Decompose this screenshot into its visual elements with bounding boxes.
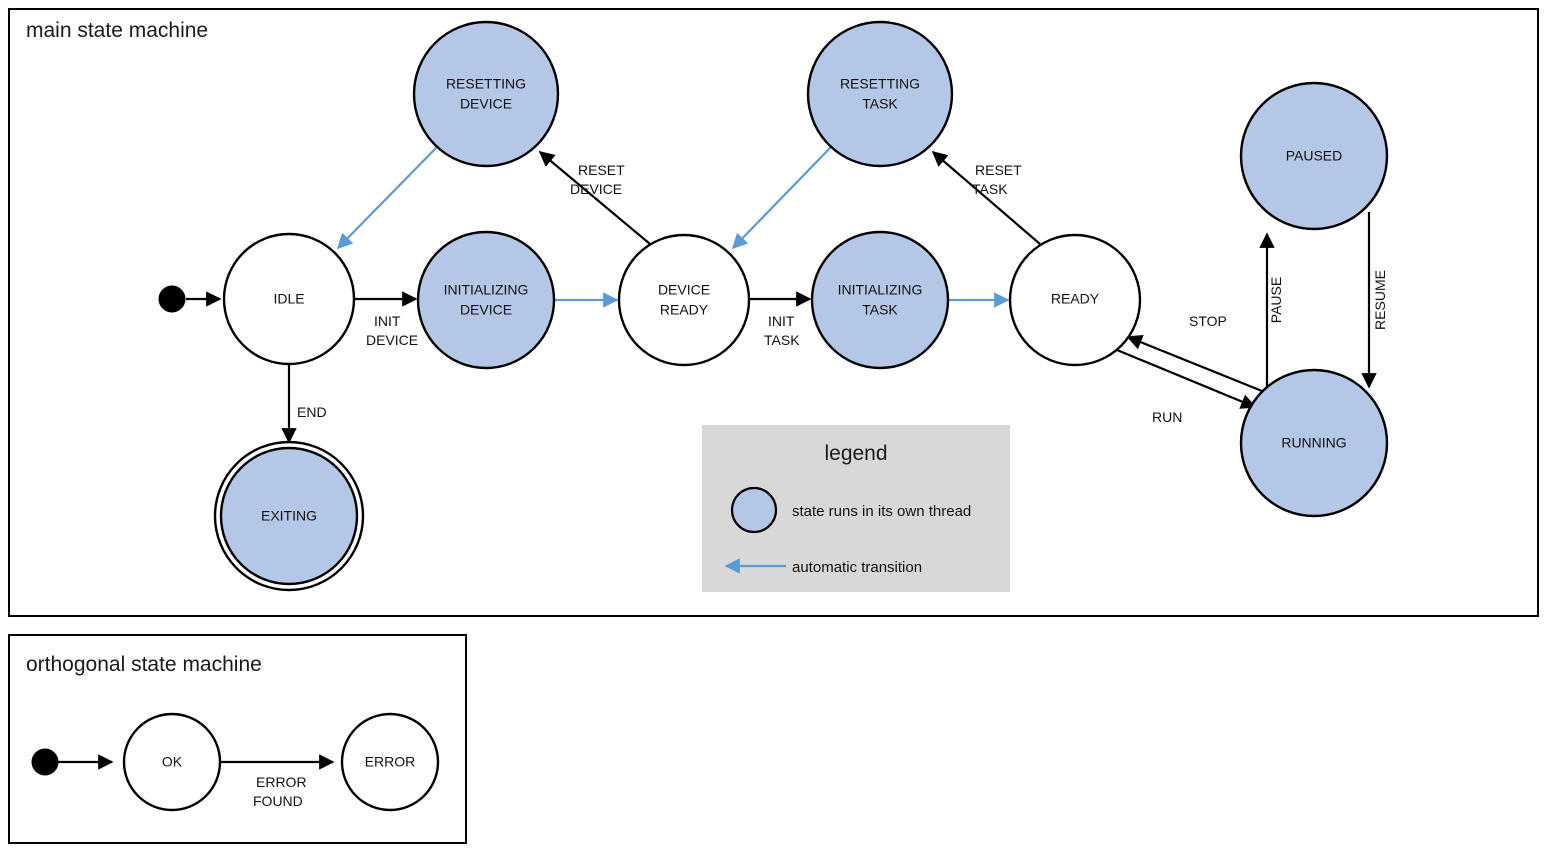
edge-label-resume: RESUME [1372,270,1388,330]
edge-device-ready-to-resetting-device [538,151,651,245]
state-initializing-device-label-line1: INITIALIZING [444,282,529,298]
state-exiting-outer-ring [213,440,365,592]
state-paused-shape[interactable] [1239,81,1389,231]
state-device-ready-label-line2: READY [660,302,709,318]
state-paused[interactable]: PAUSED [1239,81,1389,231]
edge-label-pause: PAUSE [1268,277,1284,323]
state-initializing-device-shape[interactable] [416,230,556,370]
state-idle-shape[interactable] [222,232,356,366]
state-ok-shape[interactable] [122,712,222,812]
state-ready-shape[interactable] [1008,233,1142,367]
state-initializing-task-label-line2: TASK [862,302,898,318]
state-error-shape[interactable] [340,712,440,812]
legend: legend state runs in its own thread auto… [702,425,1010,592]
state-error[interactable]: ERROR [340,712,440,812]
edge-label-end: END [297,404,327,420]
edge-label-stop: STOP [1189,313,1227,329]
state-ready[interactable]: READY [1008,233,1142,367]
state-initializing-task[interactable]: INITIALIZING TASK [810,230,950,370]
edge-resetting-device-to-idle [336,146,438,250]
state-initializing-task-shape[interactable] [810,230,950,370]
main-states-layer: IDLE RESETTING DEVICE INITIALIZING DEVIC… [158,20,1389,592]
edge-label-init-task-line1: INIT [768,313,795,329]
edge-label-reset-device-line1: RESET [578,162,625,178]
edge-label-error-found-line2: FOUND [253,793,303,809]
orthogonal-states-layer: OK ERROR [31,712,440,812]
state-ok-label: OK [162,754,183,770]
legend-thread-state-icon [730,486,778,534]
main-transitions-layer [186,146,1377,444]
state-resetting-device-shape[interactable] [412,20,560,168]
orthogonal-frame-title: orthogonal state machine [26,653,262,676]
orthogonal-transitions-layer: ERROR FOUND [58,754,335,809]
edge-label-reset-task-line1: RESET [975,162,1022,178]
edge-label-error-found-line1: ERROR [256,774,307,790]
legend-title: legend [824,442,887,465]
legend-item-auto-label: automatic transition [792,559,922,576]
state-resetting-device-label-line1: RESETTING [446,76,526,92]
state-device-ready-shape[interactable] [617,233,751,367]
edge-label-init-device-line2: DEVICE [366,332,418,348]
state-initializing-device-label-line2: DEVICE [460,302,512,318]
state-ok[interactable]: OK [122,712,222,812]
orthogonal-start-node [31,748,59,776]
edge-running-to-ready [1126,335,1263,393]
state-resetting-task-label-line1: RESETTING [840,76,920,92]
state-initializing-device[interactable]: INITIALIZING DEVICE [416,230,556,370]
state-exiting-label: EXITING [261,508,317,524]
state-running[interactable]: RUNNING [1239,368,1389,518]
state-exiting[interactable]: EXITING [213,440,365,592]
state-resetting-device-label-line2: DEVICE [460,96,512,112]
state-resetting-task[interactable]: RESETTING TASK [806,20,954,168]
state-running-shape[interactable] [1239,368,1389,518]
state-idle-label: IDLE [273,291,304,307]
state-idle[interactable]: IDLE [222,232,356,366]
state-initializing-task-label-line1: INITIALIZING [838,282,923,298]
edge-label-init-task-line2: TASK [764,332,800,348]
state-exiting-shape[interactable] [219,446,359,586]
main-frame-title: main state machine [26,19,208,42]
state-resetting-device[interactable]: RESETTING DEVICE [412,20,560,168]
edge-label-run: RUN [1152,409,1182,425]
edge-label-init-device-line1: INIT [374,313,401,329]
state-ready-label: READY [1051,291,1100,307]
state-device-ready[interactable]: DEVICE READY [617,233,751,367]
main-transition-labels: INIT DEVICE RESET DEVICE INIT TASK RESET… [297,162,1388,425]
state-running-label: RUNNING [1281,435,1346,451]
edge-ready-to-resetting-task [931,150,1041,245]
edge-ready-to-running [1116,348,1257,409]
state-resetting-task-shape[interactable] [806,20,954,168]
legend-item-thread-label: state runs in its own thread [792,503,971,520]
edge-label-reset-device-line2: DEVICE [570,181,622,197]
edge-resetting-task-to-device-ready [731,146,832,250]
state-error-label: ERROR [365,754,416,770]
main-start-node [158,285,186,313]
edge-label-reset-task-line2: TASK [972,181,1008,197]
state-device-ready-label-line1: DEVICE [658,282,710,298]
state-resetting-task-label-line2: TASK [862,96,898,112]
state-paused-label: PAUSED [1286,148,1343,164]
